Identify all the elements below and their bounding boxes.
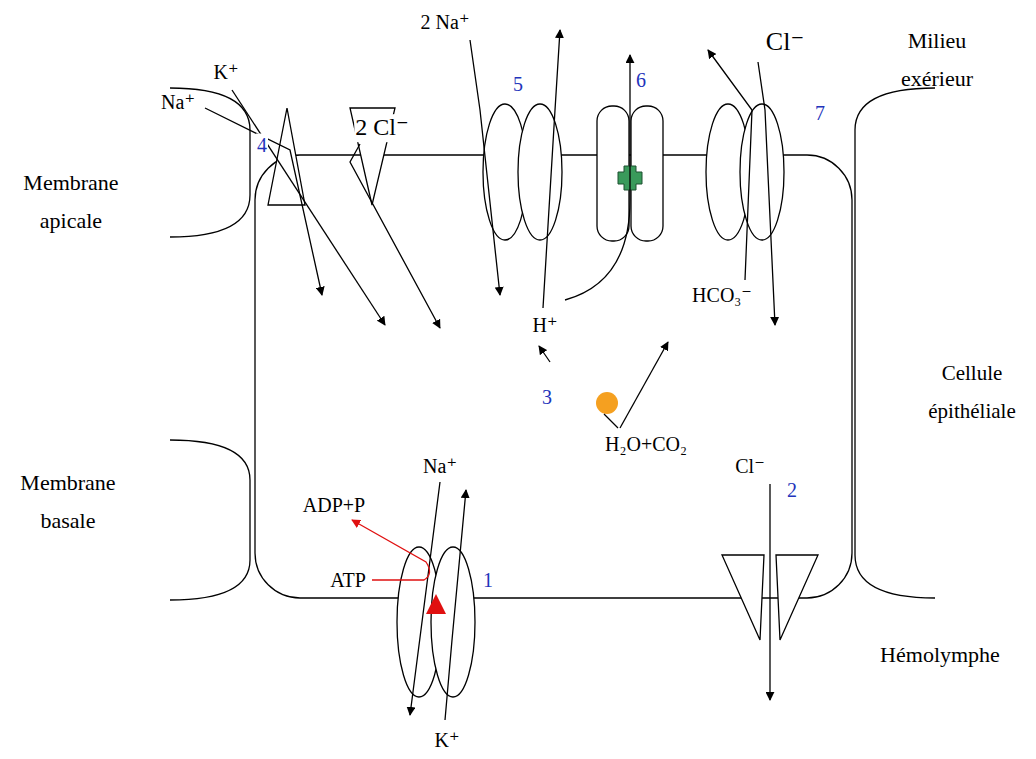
bracket (855, 88, 935, 598)
ion-flow-arrow (565, 55, 630, 300)
callout-number: 7 (814, 102, 826, 125)
callout-number: 3 (541, 386, 553, 409)
ion-flow-arrow (539, 346, 550, 362)
ion-flow-arrow (350, 144, 440, 328)
enzyme-symbol (596, 392, 618, 414)
reaction-label: ATP (329, 569, 367, 592)
region-label: Membrane basale (5, 464, 131, 540)
reaction-label: H₂O+CO₂ (604, 433, 688, 456)
ion-label: Na⁺ (160, 91, 196, 114)
channel-symbol (722, 555, 764, 640)
region-label: Milieu exérieur (884, 22, 990, 98)
ion-flow-arrow (470, 40, 500, 295)
ion-label: H⁺ (532, 314, 559, 337)
reaction-label: ADP+P (302, 494, 366, 517)
callout-number: 5 (512, 73, 524, 96)
ion-flow-arrow (769, 484, 770, 700)
exchanger-symbol (518, 104, 562, 240)
ion-flow-arrow (758, 62, 775, 325)
ion-flow-arrow (543, 30, 560, 308)
pump-symbol (431, 547, 475, 697)
callout-number: 6 (635, 69, 647, 92)
ion-flow-arrow (708, 50, 752, 280)
callout-number: 4 (256, 134, 268, 157)
ion-label: K⁺ (434, 729, 461, 752)
reaction-arrow (620, 342, 668, 428)
ion-label: 2 Cl⁻ (354, 114, 409, 142)
reaction-line (604, 414, 618, 428)
ion-label: Cl⁻ (734, 455, 765, 478)
ion-label: 2 Na⁺ (420, 11, 471, 34)
region-label: Cellule épithéliale (912, 354, 1032, 430)
region-label: Membrane apicale (4, 164, 138, 240)
ion-label: HCO₃⁻ (691, 284, 753, 307)
ion-label: K⁺ (213, 61, 240, 84)
callout-number: 1 (482, 569, 494, 592)
atpase-symbol (426, 594, 446, 614)
ion-label: Cl⁻ (765, 27, 805, 57)
callout-number: 2 (786, 479, 798, 502)
ion-flow-arrow (445, 490, 466, 720)
bracket (170, 440, 250, 600)
ion-flow-arrow (410, 482, 440, 715)
channel-symbol (776, 555, 818, 640)
region-label: Hémolymphe (879, 642, 1001, 667)
ion-label: Na⁺ (422, 455, 458, 478)
exchanger-symbol (740, 104, 784, 240)
